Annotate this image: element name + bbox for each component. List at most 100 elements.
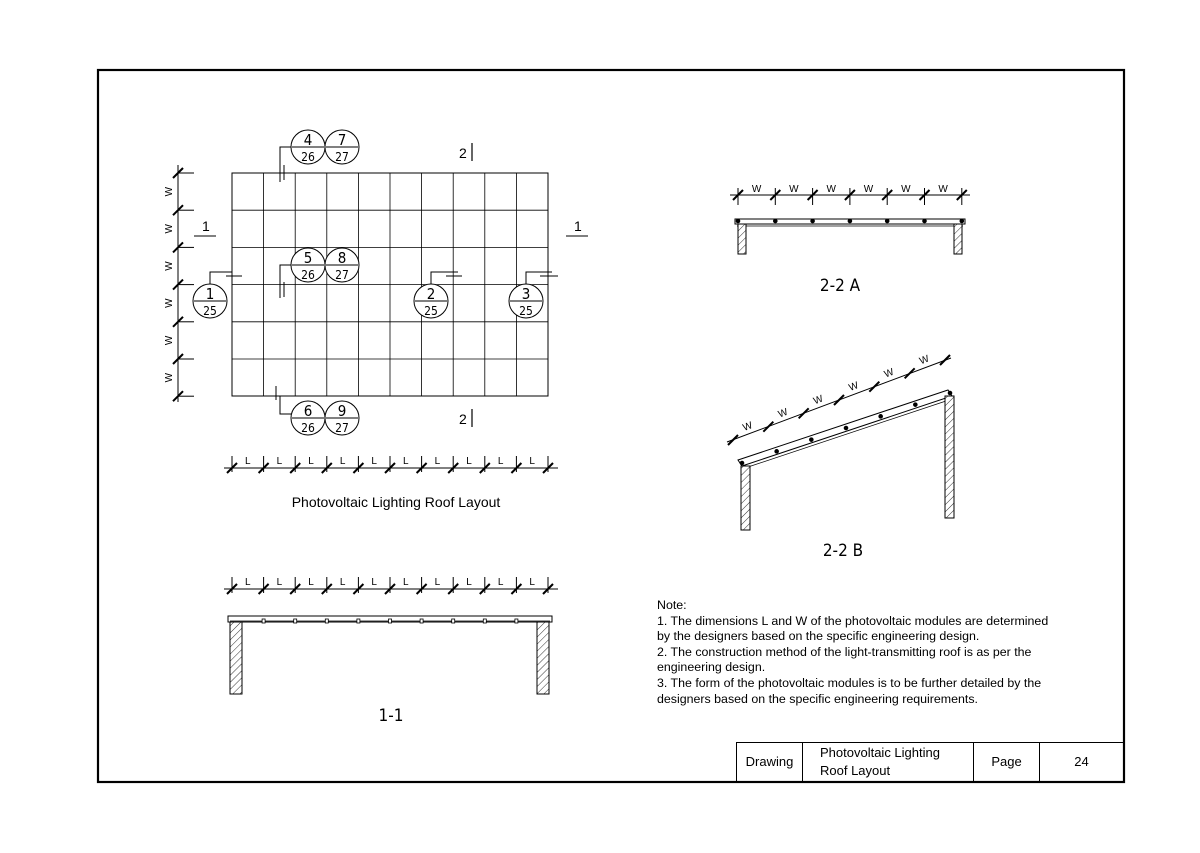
module-support [947, 390, 953, 396]
callout-3: 3 25 [508, 283, 544, 319]
length-label: L [498, 456, 504, 467]
section-2-bottom-label: 2 [459, 411, 467, 427]
module-support [419, 618, 424, 624]
length-label: L [245, 456, 251, 467]
notes-block: Note: 1. The dimensions L and W of the p… [657, 598, 1117, 707]
callout-number: 8 [338, 249, 347, 267]
module-support [809, 437, 814, 442]
module-support [773, 218, 778, 224]
drawing-title: Photovoltaic Lighting Roof Layout [802, 742, 973, 781]
module-support [482, 618, 487, 624]
callout-sheet: 25 [424, 304, 438, 318]
callout-8: 8 27 [324, 247, 360, 283]
dimension-tick [903, 367, 916, 380]
width-label: W [826, 184, 836, 195]
callout-7: 7 27 [324, 129, 360, 165]
module-support [356, 618, 361, 624]
width-label: W [164, 186, 175, 196]
callout-sheet: 27 [335, 268, 349, 282]
note-line: engineering design. [657, 660, 766, 675]
callout-sheet: 26 [301, 421, 315, 435]
module-support [774, 449, 779, 454]
callout-9: 9 27 [324, 400, 360, 436]
callout-leaders [209, 146, 558, 415]
length-label: L [277, 456, 283, 467]
sheet-border [96, 68, 1126, 784]
section-1-right-label: 1 [574, 218, 582, 234]
module-support [878, 414, 883, 419]
width-label: W [847, 380, 860, 394]
length-label: L [371, 456, 377, 467]
length-label: L [466, 577, 472, 588]
length-label: L [403, 577, 409, 588]
note-line: by the designers based on the specific e… [657, 629, 980, 644]
section-2-top-label: 2 [459, 145, 467, 161]
section-1-left-label: 1 [202, 218, 210, 234]
module-support [922, 218, 927, 224]
width-label: W [164, 224, 175, 234]
section-2-2b-title: 2-2 B [823, 541, 863, 561]
callout-number: 5 [304, 249, 313, 267]
callout-number: 6 [304, 402, 313, 420]
module-support [324, 618, 329, 624]
callout-sheet: 27 [335, 150, 349, 164]
page-number: 24 [1039, 742, 1123, 781]
length-label: L [466, 456, 472, 467]
callout-2: 2 25 [413, 283, 449, 319]
width-label: W [938, 184, 948, 195]
length-label: L [340, 577, 346, 588]
width-label: W [864, 184, 874, 195]
width-label: W [918, 353, 931, 367]
section-1-1-title: 1-1 [379, 706, 404, 726]
dimension-tick [833, 394, 845, 406]
length-label: L [529, 456, 535, 467]
dimension-tick [939, 354, 951, 366]
module-support [810, 218, 815, 224]
length-label: L [403, 456, 409, 467]
module-support [451, 618, 456, 624]
length-label: L [435, 577, 441, 588]
width-label: W [164, 261, 175, 271]
module-support [293, 618, 298, 624]
width-label: W [164, 335, 175, 345]
length-label: L [245, 577, 251, 588]
width-label: W [164, 372, 175, 382]
module-support [261, 618, 266, 624]
page-label: Page [973, 742, 1039, 781]
width-label: W [164, 298, 175, 308]
drawing-label: Drawing [736, 742, 802, 781]
callout-sheet: 26 [301, 268, 315, 282]
callout-sheet: 27 [335, 421, 349, 435]
width-label: W [777, 407, 790, 421]
length-label: L [529, 577, 535, 588]
width-label: W [883, 367, 896, 381]
module-support [514, 618, 519, 624]
dimension-tick [762, 420, 775, 433]
dimension-tick [868, 380, 881, 393]
module-support [959, 218, 965, 224]
length-label: L [498, 577, 504, 588]
width-label: W [901, 184, 911, 195]
length-label: L [277, 577, 283, 588]
callout-number: 3 [522, 285, 531, 303]
module-support [735, 218, 741, 224]
callout-1: 1 25 [192, 283, 228, 319]
plan-title: Photovoltaic Lighting Roof Layout [292, 494, 501, 510]
note-line: designers based on the specific engineer… [657, 691, 978, 706]
length-label: L [371, 577, 377, 588]
width-label: W [812, 393, 825, 407]
module-support [739, 460, 745, 466]
module-support [847, 218, 853, 224]
module-grid [232, 173, 548, 396]
callout-sheet: 25 [203, 304, 217, 318]
section-2-2a [734, 218, 966, 255]
module-support [884, 218, 890, 224]
section-1-marks: 1 1 [194, 218, 588, 237]
drawing-title-line1: Photovoltaic Lighting [820, 745, 940, 760]
note-line: 3. The form of the photovoltaic modules … [657, 675, 1042, 690]
roof-plan [231, 172, 549, 397]
callout-number: 9 [338, 402, 347, 420]
